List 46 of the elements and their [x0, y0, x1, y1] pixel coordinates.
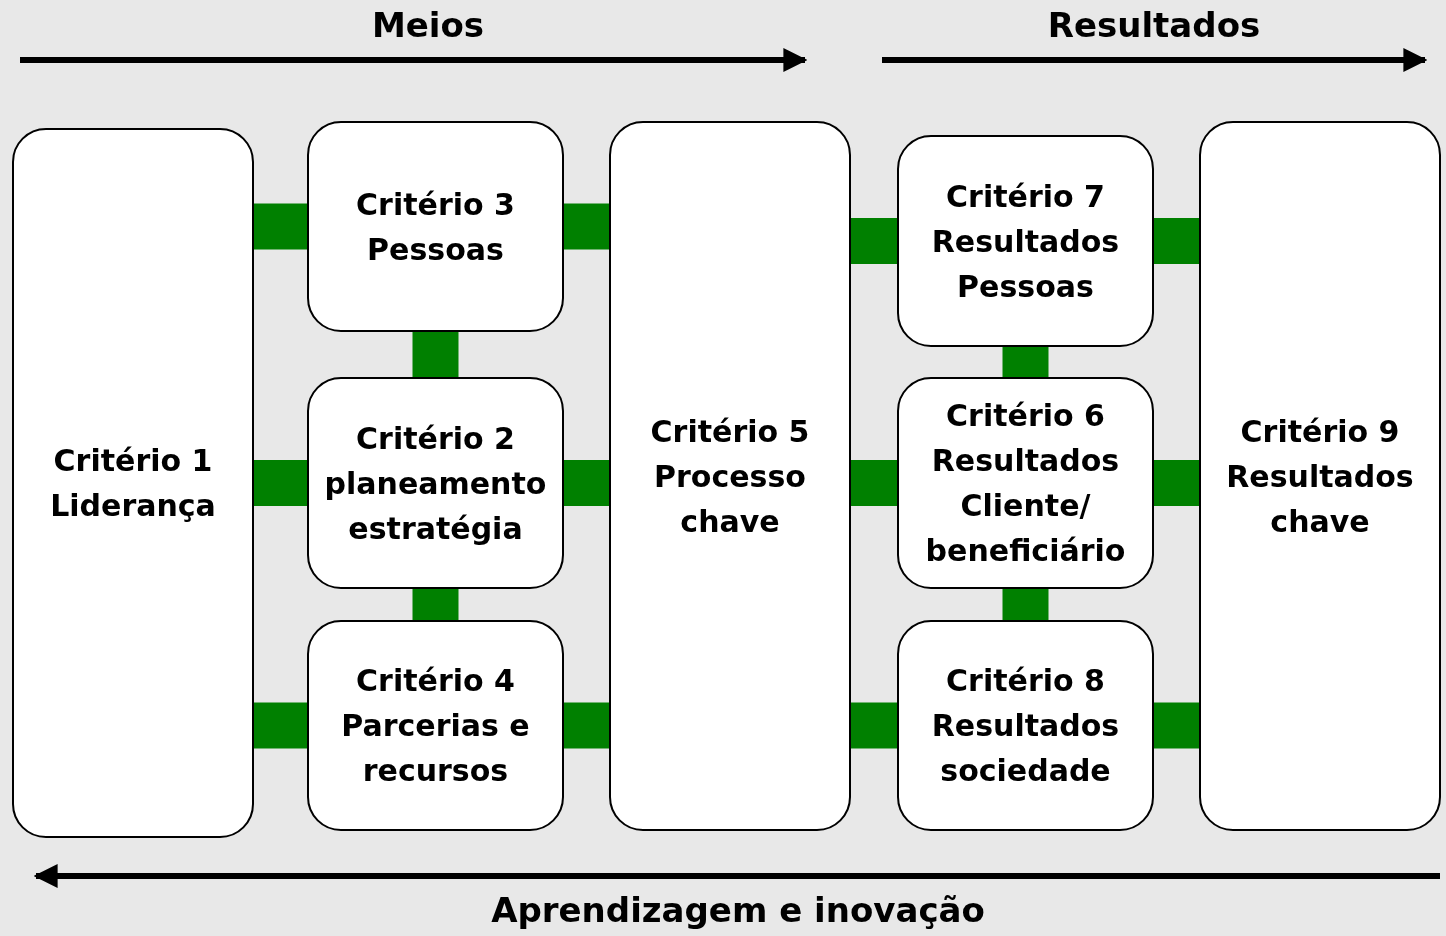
criterion-box [1199, 121, 1441, 831]
criterion-name: Resultados sociedade [930, 707, 1121, 790]
direction-label: Resultados [1047, 5, 1261, 45]
criterion-number: Critério 7 [946, 177, 1105, 216]
criterion-name: Resultados Cliente/ beneficiário [924, 442, 1127, 570]
connector-bar [412, 589, 459, 620]
criterion-name: Liderança [50, 487, 216, 525]
connector-bar [1002, 589, 1049, 620]
connector-bar [254, 203, 307, 250]
criterion-number: Critério 5 [650, 412, 810, 451]
criterion-number: Critério 3 [356, 185, 515, 224]
criterion-name: Resultados Pessoas [930, 222, 1121, 306]
criterion-box [307, 121, 564, 332]
direction-label: Meios [371, 5, 485, 45]
connector-bar [564, 203, 609, 250]
connector-bar [412, 332, 459, 377]
criterion-number: Critério 4 [356, 662, 515, 700]
criterion-number: Critério 1 [53, 442, 213, 480]
criterion-number: Critério 9 [1240, 412, 1400, 451]
connector-bar [851, 218, 897, 264]
connector-bar [254, 702, 307, 749]
connector-bar [1154, 460, 1199, 506]
criterion-name: Resultados chave [1225, 457, 1415, 541]
criterion-number: Critério 6 [946, 397, 1105, 435]
criterion-box [609, 121, 851, 831]
criterion-name: Pessoas [367, 230, 504, 269]
criterion-name: planeamento estratégia [323, 464, 548, 548]
connector-bar [1154, 218, 1199, 264]
connector-bar [1154, 702, 1199, 749]
criterion-box [897, 135, 1154, 347]
criterion-box [897, 377, 1154, 589]
criterion-box [897, 620, 1154, 831]
criterion-name: Parcerias e recursos [340, 707, 531, 790]
connector-bar [564, 460, 609, 506]
connector-bar [851, 460, 897, 506]
connector-bar [564, 702, 609, 749]
connector-bar [851, 702, 897, 749]
criterion-number: Critério 2 [356, 419, 515, 458]
direction-label: Aprendizagem e inovação [491, 890, 985, 930]
criterion-box [307, 377, 564, 589]
criterion-box [307, 620, 564, 831]
criterion-box [12, 128, 254, 838]
criterion-number: Critério 8 [946, 662, 1105, 700]
connector-bar [254, 460, 307, 506]
connector-bar [1002, 347, 1049, 377]
criterion-name: Processo chave [653, 457, 807, 541]
